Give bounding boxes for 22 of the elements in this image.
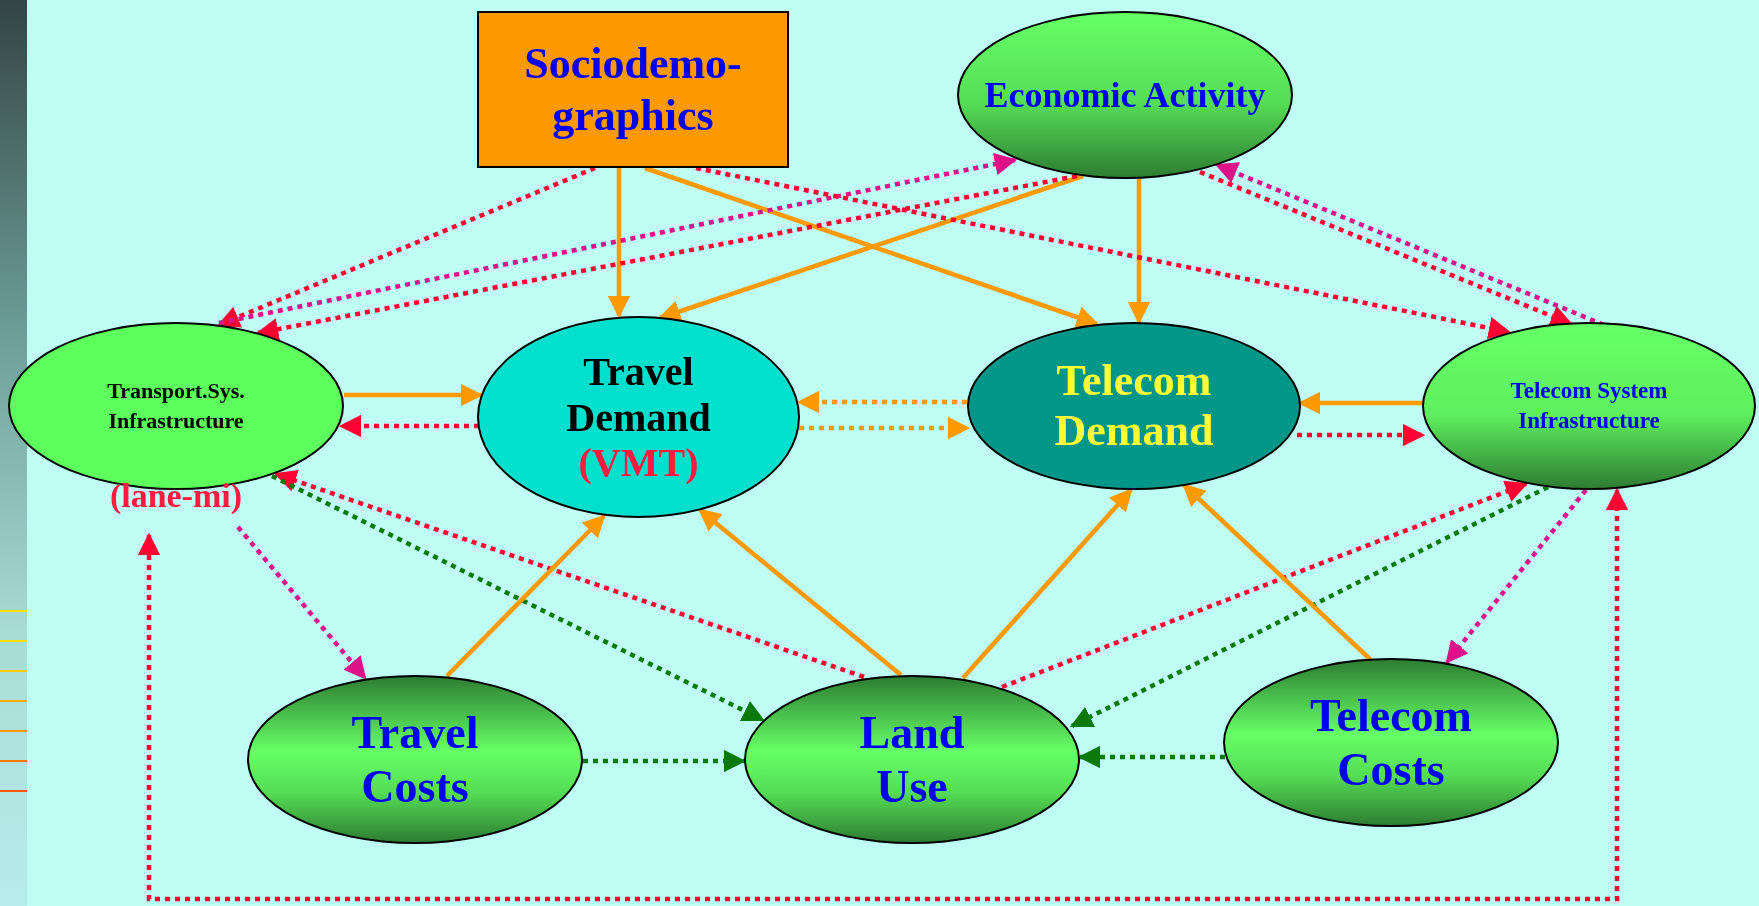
node-label: Travel Demand <box>565 349 712 441</box>
arrow <box>1297 423 1426 447</box>
process-box <box>477 11 789 168</box>
node-label: Telecom System Infrastructure <box>1509 377 1669 435</box>
node-label: Transport.Sys. Infrastructure <box>106 377 246 435</box>
arrow <box>271 474 765 722</box>
node-label: Land Use <box>858 705 966 814</box>
arrow <box>799 416 971 440</box>
node-label: (lane-mi) <box>109 476 243 516</box>
node-label: Travel Costs <box>350 705 480 814</box>
arrow <box>137 487 1629 902</box>
arrow <box>1127 179 1151 325</box>
arrow <box>607 168 631 319</box>
node-label: Telecom Costs <box>1309 688 1473 797</box>
node-label: (VMT) <box>578 441 699 485</box>
arrow <box>1001 480 1529 690</box>
arrow <box>698 508 903 677</box>
node-label: Economic Activity <box>984 75 1266 115</box>
arrow <box>1445 488 1588 664</box>
node-label: Telecom Demand <box>1053 356 1215 456</box>
arrow <box>255 173 1078 341</box>
node-label: Sociodemo-graphics <box>523 37 743 142</box>
